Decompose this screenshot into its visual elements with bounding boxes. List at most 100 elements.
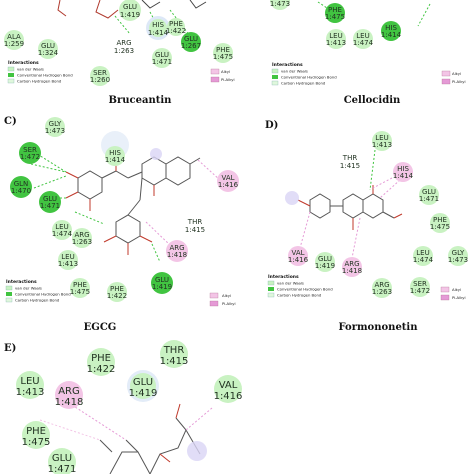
- residue-b-leu-413: LEU 1:413: [326, 29, 346, 49]
- residue-d-val-416: VAL 1:416: [288, 246, 309, 266]
- svg-text:1:474: 1:474: [413, 256, 434, 264]
- residue-a-his-414: HIS 1:414: [146, 16, 170, 40]
- legend-a: Interactions van der Waals Conventional …: [7, 60, 235, 84]
- residue-c-gly-473: GLY 1:473: [45, 117, 65, 137]
- svg-text:THR: THR: [342, 154, 358, 162]
- svg-text:1:415: 1:415: [185, 226, 205, 234]
- svg-text:VAL: VAL: [219, 380, 238, 391]
- svg-text:1:474: 1:474: [353, 39, 374, 47]
- residue-a-arg-263: ARG 1:263: [114, 39, 134, 55]
- svg-text:GLU: GLU: [184, 35, 198, 43]
- svg-text:1:414: 1:414: [393, 172, 414, 180]
- svg-text:1:416: 1:416: [288, 256, 309, 264]
- svg-text:1:471: 1:471: [152, 58, 172, 66]
- svg-text:Carbon Hydrogen Bond: Carbon Hydrogen Bond: [281, 81, 326, 86]
- svg-text:SER: SER: [93, 69, 107, 77]
- residue-c-leu-413: LEU 1:413: [58, 250, 78, 270]
- svg-text:Pi-Alkyl: Pi-Alkyl: [452, 79, 466, 84]
- svg-text:1:260: 1:260: [90, 76, 110, 84]
- svg-text:SER: SER: [413, 280, 427, 288]
- residue-d-glu-471: GLU 1:471: [419, 185, 439, 205]
- svg-text:1:473: 1:473: [45, 127, 65, 135]
- svg-text:ARG: ARG: [169, 244, 184, 252]
- svg-text:PHE: PHE: [433, 216, 447, 224]
- svg-text:1:475: 1:475: [430, 223, 450, 231]
- svg-text:GLU: GLU: [155, 51, 169, 59]
- svg-text:1:419: 1:419: [315, 262, 335, 270]
- svg-text:1:472: 1:472: [20, 153, 40, 161]
- panel-d: D) LEU 1:413 THR 1: [265, 120, 468, 333]
- svg-text:PHE: PHE: [169, 20, 183, 28]
- svg-text:LEU: LEU: [375, 134, 388, 142]
- svg-text:1:471: 1:471: [48, 464, 77, 474]
- svg-text:van der Waals: van der Waals: [17, 67, 44, 72]
- svg-text:HIS: HIS: [152, 21, 164, 29]
- panel-c: C): [4, 116, 239, 333]
- residue-e-phe-475: PHE 1:475: [22, 421, 50, 449]
- svg-text:1:263: 1:263: [72, 238, 92, 246]
- svg-text:1:418: 1:418: [167, 251, 187, 259]
- formononetin-halo: [285, 191, 299, 205]
- svg-text:1:419: 1:419: [129, 388, 158, 399]
- residue-c-phe-422: PHE 1:422: [107, 282, 127, 302]
- residue-c-leu-474: LEU 1:474: [52, 220, 73, 240]
- svg-text:1:413: 1:413: [372, 141, 392, 149]
- svg-text:LEU: LEU: [416, 249, 429, 257]
- svg-text:Pi-Alkyl: Pi-Alkyl: [222, 301, 236, 306]
- svg-text:LEU: LEU: [55, 223, 68, 231]
- svg-text:VAL: VAL: [291, 249, 304, 257]
- formononetin-molecule: [309, 193, 395, 219]
- svg-text:GLN: GLN: [14, 180, 29, 188]
- residue-a-ala-259: ALA 1:259: [4, 30, 24, 50]
- legend-b: Interactions van der Waals Conventional …: [271, 62, 466, 86]
- residue-d-glu-419: GLU 1:419: [315, 252, 335, 272]
- panel-a: GLU 1:419 HIS 1:414 PHE 1:422 GLU 1:267 …: [4, 0, 235, 106]
- panel-d-bonds: [299, 149, 401, 259]
- residue-c-arg-418: ARG 1:418: [166, 240, 188, 262]
- residue-e-val-416: VAL 1:416: [214, 375, 243, 403]
- panel-e-bonds: [39, 404, 213, 441]
- svg-text:GLU: GLU: [133, 377, 153, 388]
- residue-b-his-414: HIS 1:414: [381, 21, 402, 41]
- svg-text:1:263: 1:263: [372, 288, 392, 296]
- svg-text:1:422: 1:422: [107, 292, 127, 300]
- svg-text:LEU: LEU: [329, 32, 342, 40]
- svg-text:1:413: 1:413: [326, 39, 346, 47]
- svg-text:1:416: 1:416: [214, 391, 243, 402]
- panel-e-heteroatoms: [159, 403, 181, 463]
- panel-letter-c: C): [4, 116, 17, 127]
- svg-text:Interactions: Interactions: [268, 274, 299, 280]
- caption-bruceantin: Bruceantin: [109, 95, 173, 106]
- svg-text:van der Waals: van der Waals: [15, 286, 42, 291]
- legend-c: Interactions van der Waals Conventional …: [5, 279, 236, 307]
- residue-c-val-416: VAL 1:416: [217, 170, 239, 192]
- svg-text:1:324: 1:324: [38, 49, 59, 57]
- svg-text:GLU: GLU: [422, 188, 436, 196]
- svg-text:1:422: 1:422: [166, 27, 186, 35]
- svg-text:GLY: GLY: [452, 249, 465, 257]
- residue-a-ser-260: SER 1:260: [90, 66, 110, 86]
- svg-text:1:413: 1:413: [58, 260, 78, 268]
- svg-text:Conventional Hydrogen Bond: Conventional Hydrogen Bond: [15, 292, 71, 297]
- svg-text:1:413: 1:413: [16, 387, 45, 398]
- residue-e-phe-422: PHE 1:422: [87, 348, 116, 376]
- svg-text:PHE: PHE: [110, 285, 124, 293]
- residue-c-phe-475: PHE 1:475: [70, 278, 90, 298]
- residue-c-glu-471: GLU 1:471: [39, 191, 61, 213]
- svg-text:1:422: 1:422: [87, 364, 116, 375]
- panel-letter-d: D): [265, 120, 278, 131]
- caption-egcg: EGCG: [84, 322, 117, 333]
- svg-text:HIS: HIS: [385, 24, 397, 32]
- residue-b-473: 1:473: [270, 0, 290, 10]
- svg-text:HIS: HIS: [397, 165, 409, 173]
- svg-text:1:263: 1:263: [114, 47, 134, 55]
- svg-text:1:415: 1:415: [160, 356, 189, 367]
- svg-text:1:414: 1:414: [381, 31, 402, 39]
- panel-c-bonds: [30, 151, 221, 263]
- svg-text:ARG: ARG: [344, 260, 359, 268]
- svg-text:PHE: PHE: [328, 6, 342, 14]
- panel-letter-e: E): [4, 343, 16, 354]
- svg-text:Alkyl: Alkyl: [221, 69, 230, 74]
- svg-text:GLU: GLU: [43, 195, 57, 203]
- residue-c-gln-470: GLN 1:470: [10, 176, 32, 198]
